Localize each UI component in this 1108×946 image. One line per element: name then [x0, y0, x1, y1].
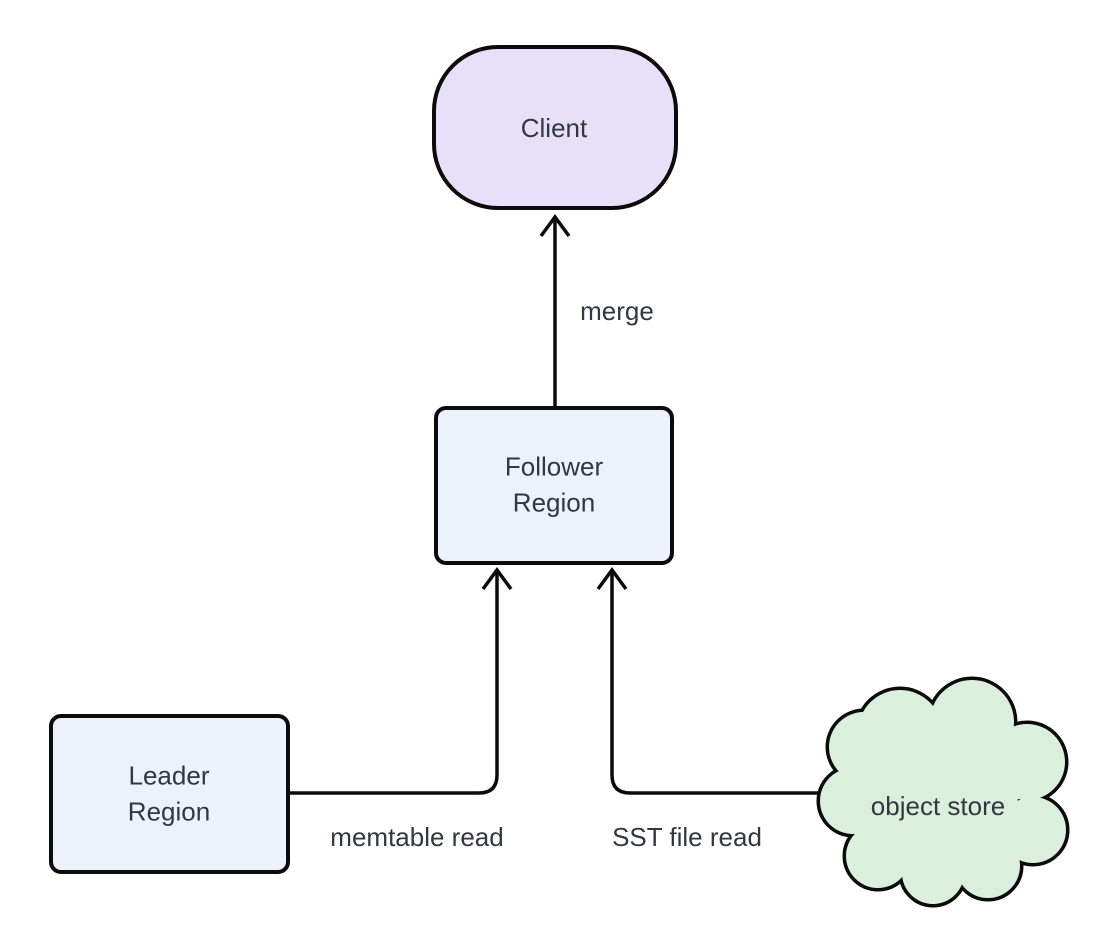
edge-merge-arrowhead [539, 214, 571, 238]
edge-sst-file-read-arrowhead [596, 567, 628, 591]
object-store-node [820, 680, 1066, 904]
client-node-label: Client [520, 112, 588, 143]
edge-sst-file-read-label: SST file read [612, 821, 762, 852]
client-node [432, 45, 678, 210]
object-store-node-label: object store [870, 790, 1006, 821]
edge-memtable-read-label: memtable read [330, 821, 504, 852]
edge-merge-label: merge [580, 295, 654, 326]
edge-memtable-read [287, 572, 499, 795]
leader-region-node-label: Leader Region [127, 760, 211, 827]
leader-region-node [49, 714, 290, 874]
follower-region-node [434, 406, 674, 565]
follower-region-node-label: Follower Region [504, 451, 604, 518]
edge-sst-file-read [610, 572, 822, 795]
edge-memtable-read-arrowhead [481, 567, 513, 591]
